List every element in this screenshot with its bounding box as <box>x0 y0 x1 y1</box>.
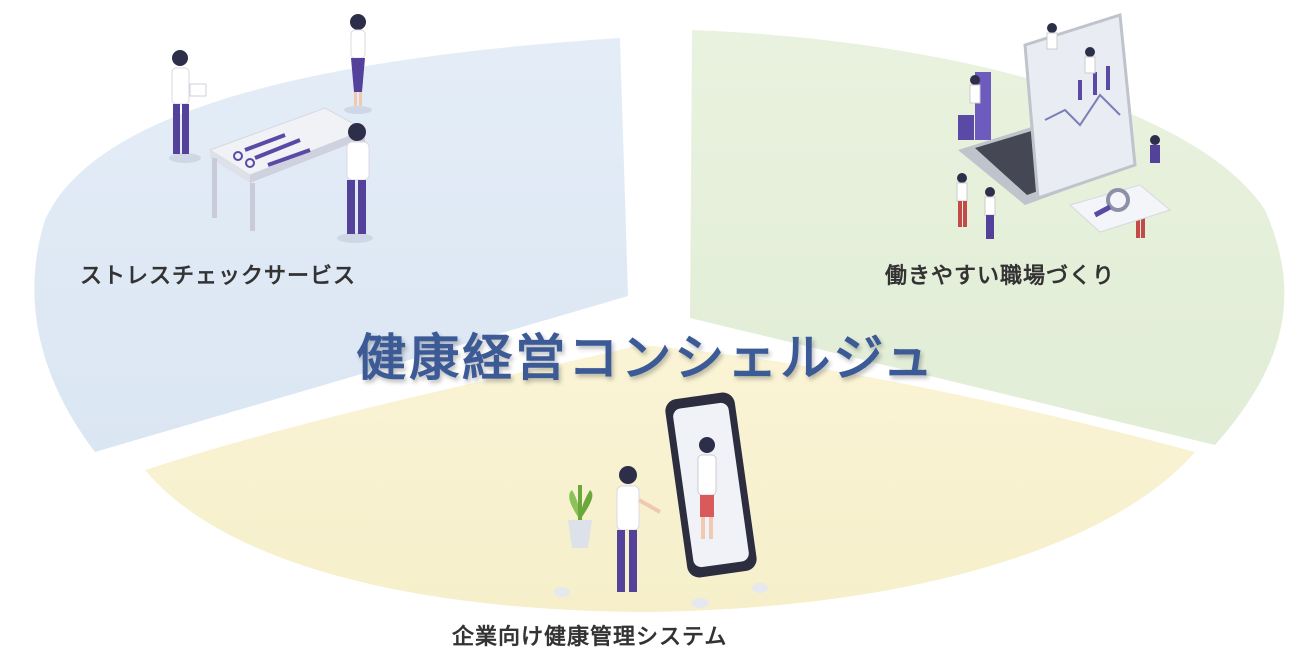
smartphone-doctor-illustration <box>554 392 768 608</box>
stress-check-illustration <box>169 14 373 243</box>
sector-health-system <box>145 345 1195 612</box>
laptop-team-illustration <box>956 13 1172 239</box>
health-system-label: 企業向け健康管理システム <box>452 625 728 650</box>
workplace-label: 働きやすい職場づくり <box>885 264 1116 289</box>
page-title: 健康経営コンシェルジュ <box>356 329 936 387</box>
stress-check-label: ストレスチェックサービス <box>80 264 357 289</box>
